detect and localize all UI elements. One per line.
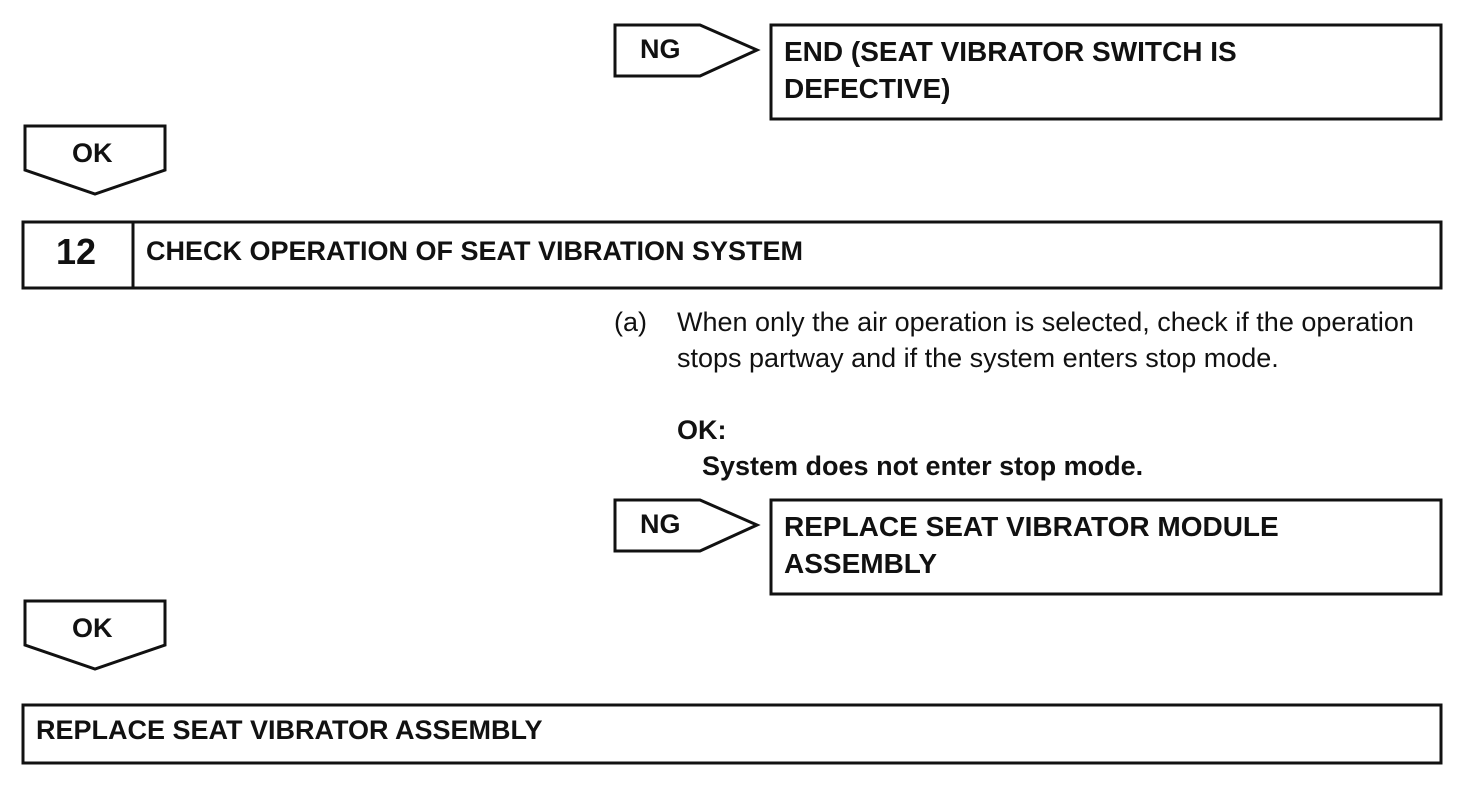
ok-label-2: OK — [72, 613, 113, 643]
result-text-top: END (SEAT VIBRATOR SWITCH IS DEFECTIVE) — [784, 36, 1237, 104]
procedure-ok-heading: OK: — [677, 415, 727, 445]
ok-arrow-1 — [23, 124, 167, 196]
ng-label-top: NG — [640, 34, 681, 64]
final-action-box — [21, 703, 1443, 765]
result-text-bottom: REPLACE SEAT VIBRATOR MODULE ASSEMBLY — [784, 511, 1279, 579]
result-box-bottom — [769, 498, 1443, 596]
ok-label-1: OK — [72, 138, 113, 168]
final-action-text: REPLACE SEAT VIBRATOR ASSEMBLY — [36, 715, 543, 745]
step-title: CHECK OPERATION OF SEAT VIBRATION SYSTEM — [146, 236, 804, 266]
step-header-box — [21, 220, 1443, 290]
ng-arrow-top — [613, 23, 761, 78]
procedure-ok-condition: System does not enter stop mode. — [702, 451, 1144, 481]
result-box-top — [769, 23, 1443, 121]
ng-arrow-bottom — [613, 498, 761, 553]
ok-arrow-2 — [23, 599, 167, 671]
step-number: 12 — [56, 231, 97, 272]
ng-label-bottom: NG — [640, 509, 681, 539]
procedure-item-label: (a) — [614, 307, 647, 337]
procedure-instruction: When only the air operation is selected,… — [677, 307, 1414, 373]
